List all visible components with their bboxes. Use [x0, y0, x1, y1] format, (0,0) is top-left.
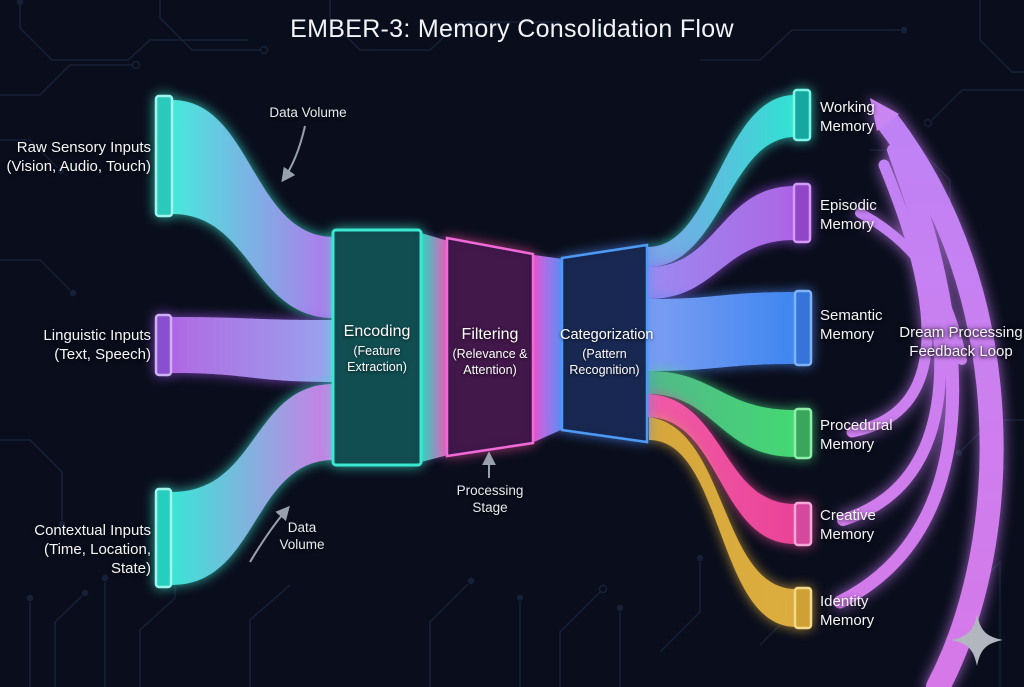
feedback-ribbon-main — [876, 110, 1004, 687]
categorization-label: Categorization (Pattern Recognition) — [560, 325, 654, 378]
filtering-label: Filtering (Relevance & Attention) — [447, 325, 533, 378]
encoding-label: Encoding (Feature Extraction) — [333, 322, 421, 375]
dream-feedback-label: Dream Processing Feedback Loop — [898, 323, 1024, 361]
input-flows — [172, 100, 334, 585]
feedback-ribbon-procedural — [846, 159, 933, 438]
annotation-arrows — [249, 125, 496, 563]
creative-memory-line1: Creative — [820, 507, 876, 524]
working-memory-line2: Memory — [820, 118, 875, 135]
raw-sensory-label-line2: (Vision, Audio, Touch) — [6, 158, 151, 175]
flow-to-identity-memory — [649, 417, 796, 627]
raw-sensory-label-line1: Raw Sensory Inputs — [16, 139, 151, 156]
data-volume-bottom-line2: Volume — [279, 537, 325, 552]
working-memory-label: Working Memory — [820, 98, 875, 136]
contextual-label-line1: Contextual Inputs — [34, 522, 151, 539]
flow-to-episodic-memory — [648, 186, 795, 299]
stage-boxes — [331, 228, 649, 467]
output-flows — [648, 95, 796, 627]
data-volume-bottom-line1: Data — [287, 520, 317, 535]
flow-contextual-to-encoding — [172, 384, 334, 585]
processing-stage-line2: Stage — [472, 500, 508, 515]
filtering-name: Filtering — [461, 326, 519, 343]
flow-linguistic-to-encoding — [172, 317, 334, 382]
working-memory-line1: Working — [820, 99, 875, 116]
memory-nodes — [792, 88, 813, 630]
identity-memory-line2: Memory — [820, 612, 875, 629]
raw-sensory-node — [154, 94, 174, 218]
feedback-loop — [833, 98, 1004, 687]
filtering-box — [445, 236, 535, 458]
procedural-memory-line2: Memory — [820, 436, 875, 453]
data-volume-top-arrow-icon — [281, 125, 306, 183]
episodic-memory-label: Episodic Memory — [820, 196, 877, 234]
dream-feedback-line2: Feedback Loop — [909, 343, 1013, 360]
raw-sensory-label: Raw Sensory Inputs (Vision, Audio, Touch… — [0, 138, 151, 176]
procedural-memory-node — [793, 407, 813, 460]
flow-to-working-memory — [648, 95, 795, 267]
flow-to-semantic-memory — [648, 292, 795, 371]
contextual-label-line2: (Time, Location, State) — [44, 541, 151, 577]
linguistic-label-line1: Linguistic Inputs — [43, 327, 151, 344]
filtering-detail: (Relevance & Attention) — [452, 347, 528, 377]
feedback-ribbon-episodic — [855, 208, 967, 365]
sparkle-icon — [951, 614, 1003, 666]
identity-memory-label: Identity Memory — [820, 592, 874, 630]
episodic-memory-node — [792, 182, 812, 244]
feedback-ribbon-creative — [837, 144, 947, 526]
creative-memory-line2: Memory — [820, 526, 875, 543]
linguistic-label: Linguistic Inputs (Text, Speech) — [0, 326, 151, 364]
creative-memory-label: Creative Memory — [820, 506, 876, 544]
semantic-memory-node — [793, 289, 813, 367]
band-encoding-to-filtering — [421, 233, 448, 462]
dream-feedback-line1: Dream Processing — [899, 324, 1023, 341]
flow-to-procedural-memory — [648, 371, 795, 457]
feedback-ribbon-identity — [833, 133, 960, 609]
categorization-box — [560, 243, 649, 444]
processing-stage-label: Processing Stage — [450, 482, 530, 516]
flow-to-creative-memory — [648, 394, 795, 544]
contextual-node — [154, 487, 173, 589]
encoding-name: Encoding — [343, 323, 411, 340]
creative-memory-node — [793, 501, 813, 547]
feedback-arrowhead-icon — [870, 98, 899, 131]
processing-stage-line1: Processing — [456, 483, 524, 498]
input-nodes — [154, 94, 174, 589]
semantic-memory-label: Semantic Memory — [820, 306, 883, 344]
episodic-memory-line1: Episodic — [820, 197, 877, 214]
identity-memory-node — [793, 586, 813, 630]
band-filtering-to-categorization — [534, 255, 563, 442]
episodic-memory-line2: Memory — [820, 216, 875, 233]
procedural-memory-line1: Procedural — [820, 417, 893, 434]
categorization-name: Categorization — [560, 327, 654, 343]
page-title: EMBER-3: Memory Consolidation Flow — [290, 15, 734, 43]
semantic-memory-line2: Memory — [820, 326, 875, 343]
identity-memory-line1: Identity — [820, 593, 869, 610]
categorization-detail: (Pattern Recognition) — [569, 347, 640, 377]
flow-raw-sensory-to-encoding — [172, 100, 334, 318]
contextual-label: Contextual Inputs (Time, Location, State… — [0, 521, 151, 578]
linguistic-label-line2: (Text, Speech) — [54, 346, 151, 363]
data-volume-top-label: Data Volume — [269, 105, 347, 120]
encoding-box — [331, 228, 423, 467]
linguistic-node — [154, 313, 173, 377]
data-volume-bottom-label: Data Volume — [272, 519, 332, 553]
data-volume-bottom-arrow-icon — [249, 505, 290, 563]
working-memory-node — [792, 88, 812, 142]
semantic-memory-line1: Semantic — [820, 307, 883, 324]
procedural-memory-label: Procedural Memory — [820, 416, 893, 454]
encoding-detail: (Feature Extraction) — [347, 344, 407, 374]
